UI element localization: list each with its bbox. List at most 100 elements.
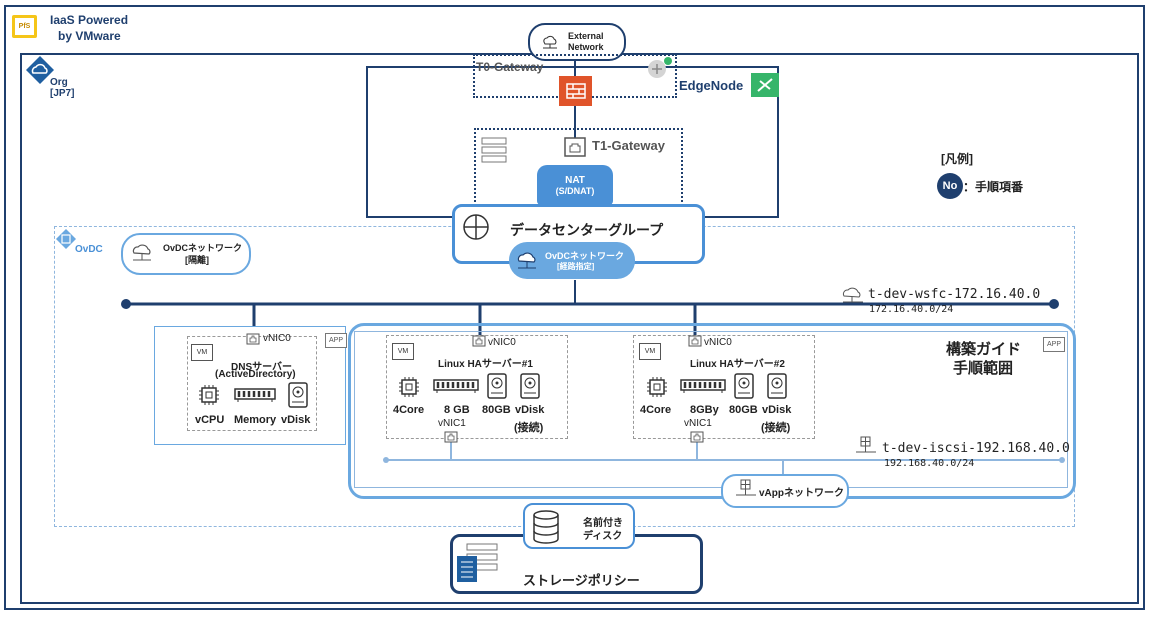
wsfc-network-icon	[840, 285, 866, 310]
app-badge: APP	[1043, 337, 1065, 352]
network-switch-icon	[543, 35, 557, 49]
edge-node-label: EdgeNode	[679, 78, 744, 93]
disk-icon	[734, 373, 754, 404]
dns-vm-title-2: (ActiveDirectory)	[215, 369, 296, 380]
ethernet-port-icon	[688, 334, 702, 352]
ovdc-network-routed[interactable]: OvDCネットワーク [経路指定]	[509, 242, 635, 279]
ovdc-icon	[55, 228, 77, 255]
vm2-vdisk-label-1: vDisk	[762, 404, 792, 416]
database-icon	[533, 510, 559, 544]
memory-icon	[680, 378, 726, 399]
named-disk-label-1: 名前付き	[583, 518, 623, 529]
vapp-network-label: vAppネットワーク	[759, 488, 844, 499]
memory-icon	[234, 387, 276, 408]
dns-vm-title-1: DNSサーバー	[231, 362, 293, 373]
switch-grid-icon	[855, 436, 877, 463]
vm2-cpu-label: 4Core	[640, 404, 672, 416]
vm1-vnic0-label: vNIC0	[488, 337, 516, 348]
datacenter-group-label: データセンターグループ	[510, 222, 664, 238]
brand-logo: PfS	[12, 15, 37, 38]
ovdc-label: OvDC	[75, 244, 103, 255]
vm1-title: Linux HAサーバー#1	[438, 359, 533, 370]
vm1-vdisk-label-1: vDisk	[515, 404, 545, 416]
isolated-network-label-1: OvDCネットワーク	[163, 243, 243, 253]
guide-label-1: 構築ガイド	[946, 341, 1022, 358]
external-network-label-1: External	[568, 31, 604, 41]
vm1-cpu-label: 4Core	[393, 404, 425, 416]
vm2-vdisk-label-2: (接続)	[761, 422, 791, 434]
dns-vnic0-label: vNIC0	[263, 333, 291, 344]
firewall-icon	[559, 76, 592, 106]
dns-vapp-box	[154, 326, 346, 445]
guide-scope-box	[348, 323, 1076, 499]
brand-logo-inner: PfS	[15, 18, 34, 35]
storage-policy-label: ストレージポリシー	[523, 573, 640, 588]
t0-gateway-label: T0-Gateway	[476, 60, 544, 74]
iscsi-network-name: t-dev-iscsi-192.168.40.0	[882, 441, 1070, 456]
cloud-network-icon	[132, 244, 151, 261]
iscsi-network-cidr: 192.168.40.0/24	[884, 458, 975, 469]
routed-network-label-1: OvDCネットワーク	[545, 251, 625, 261]
legend-title: [凡例]	[941, 152, 973, 166]
vm2-vnic0-label: vNIC0	[704, 337, 732, 348]
cpu-icon	[197, 383, 221, 412]
vm-badge: VM	[191, 344, 213, 361]
org-label-2: [JP7]	[50, 88, 75, 99]
disk-icon	[767, 373, 787, 404]
vm2-vnic1-label: vNIC1	[684, 418, 712, 429]
vapp-network[interactable]: vAppネットワーク	[721, 474, 849, 508]
disk-icon	[288, 382, 308, 413]
brand-title: IaaS Powered	[50, 13, 129, 27]
ethernet-port-icon	[444, 430, 458, 448]
nat-node[interactable]: NAT (S/DNAT)	[537, 165, 613, 205]
wsfc-network-name: t-dev-wsfc-172.16.40.0	[868, 287, 1041, 302]
vm1-memory-label: 8 GB	[444, 404, 470, 416]
app-badge: APP	[325, 333, 347, 348]
t1-gateway-label: T1-Gateway	[592, 138, 665, 153]
nat-label-1: NAT	[565, 174, 585, 186]
vm1-disk-label: 80GB	[482, 404, 511, 416]
vm-badge: VM	[392, 343, 414, 360]
vm1-vnic1-label: vNIC1	[438, 418, 466, 429]
routed-network-label-2: [経路指定]	[557, 262, 595, 271]
wsfc-network-cidr: 172.16.40.0/24	[869, 304, 954, 315]
storage-list-icon	[457, 543, 498, 582]
nat-label-2: (S/DNAT)	[555, 185, 595, 196]
ethernet-port-icon	[690, 430, 704, 448]
memory-icon	[433, 378, 479, 399]
dns-disk-label: vDisk	[281, 414, 311, 426]
dns-cpu-label: vCPU	[195, 414, 225, 426]
crosshair-icon	[463, 214, 489, 240]
cpu-icon	[645, 375, 669, 404]
legend-text: ：手順項番	[963, 180, 1024, 194]
edge-node-icon	[751, 73, 779, 97]
org-label: Org	[50, 77, 68, 88]
cloud-network-icon	[517, 252, 536, 269]
guide-inner-vapp	[354, 331, 1068, 488]
vm2-memory-label: 8GBy	[690, 404, 719, 416]
dns-memory-label: Memory	[234, 414, 277, 426]
ethernet-port-icon	[246, 332, 260, 350]
linux-vm2-box[interactable]	[633, 335, 815, 439]
vm2-disk-label: 80GB	[729, 404, 758, 416]
disk-icon	[487, 373, 507, 404]
legend-badge: No	[937, 173, 963, 199]
guide-label-2: 手順範囲	[953, 360, 1014, 377]
org-icon	[25, 55, 55, 90]
brand-subtitle: by VMware	[58, 29, 121, 43]
vm1-vdisk-label-2: (接続)	[514, 422, 544, 434]
outer-frame	[4, 5, 1145, 610]
external-network-label-2: Network	[568, 42, 604, 52]
router-icon	[645, 56, 675, 87]
t1-ethernet-icon	[563, 136, 587, 163]
disk-icon	[520, 373, 540, 404]
ethernet-port-icon	[472, 334, 486, 352]
vm-badge: VM	[639, 343, 661, 360]
named-disk-label-2: ディスク	[583, 531, 623, 542]
cpu-icon	[397, 375, 421, 404]
isolated-network-label-2: [隔離]	[185, 255, 209, 265]
named-disk[interactable]: 名前付き ディスク	[523, 503, 635, 549]
ovdc-network-isolated[interactable]: OvDCネットワーク [隔離]	[121, 233, 251, 275]
vm2-title: Linux HAサーバー#2	[690, 359, 785, 370]
